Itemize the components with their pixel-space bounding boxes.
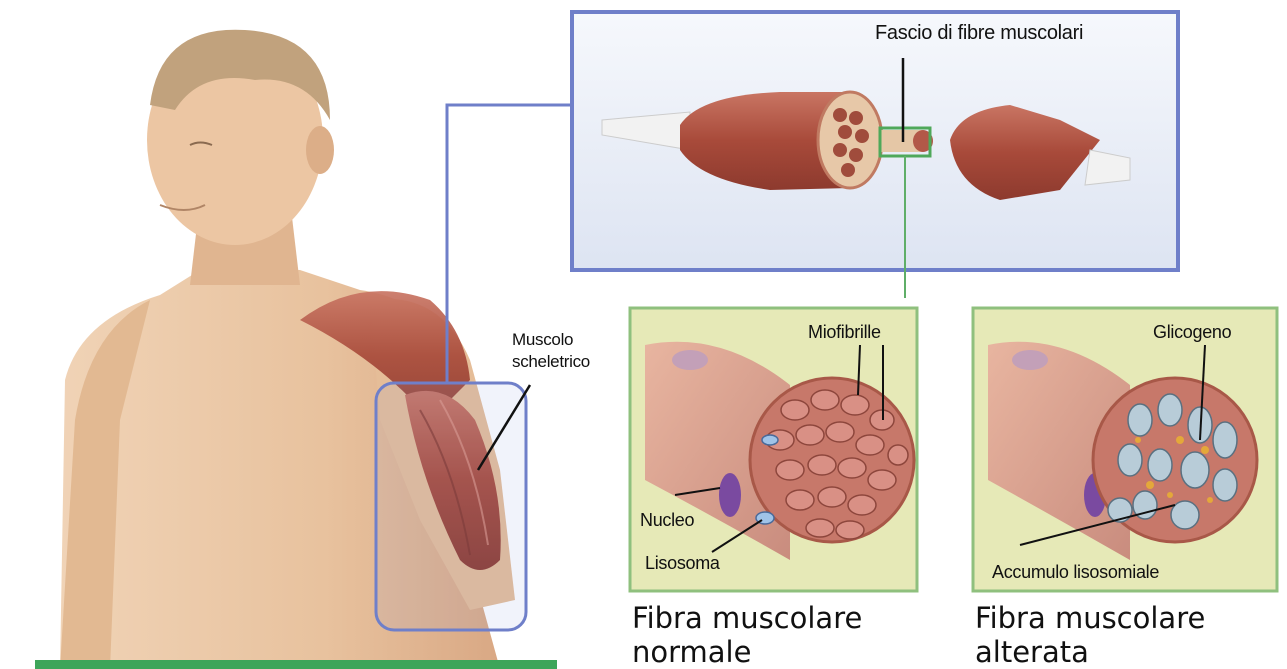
skeletal-muscle-label-line1: Muscolo [512, 330, 573, 350]
arm-focus-box [376, 383, 526, 630]
accumulation-label: Accumulo lisosomiale [992, 562, 1159, 583]
normal-fibre-caption-line2: normale [632, 636, 751, 669]
normal-fibre-panel [630, 308, 917, 591]
glycogen-label: Glicogeno [1153, 322, 1231, 343]
altered-fibre-panel [973, 308, 1277, 591]
nucleus-label: Nucleo [640, 510, 694, 531]
muscle-panel [572, 12, 1178, 270]
altered-fibre-caption-line2: alterata [975, 636, 1089, 669]
skeletal-muscle-label-line2: scheletrico [512, 352, 590, 372]
green-bar [35, 660, 557, 669]
lysosome-label: Lisosoma [645, 553, 720, 574]
myofibrils-label: Miofibrille [808, 322, 881, 343]
fascicle-label: Fascio di fibre muscolari [875, 22, 1083, 45]
nucleus [719, 473, 741, 517]
altered-fibre-caption-line1: Fibra muscolare [975, 602, 1205, 635]
normal-fibre-caption-line1: Fibra muscolare [632, 602, 862, 635]
